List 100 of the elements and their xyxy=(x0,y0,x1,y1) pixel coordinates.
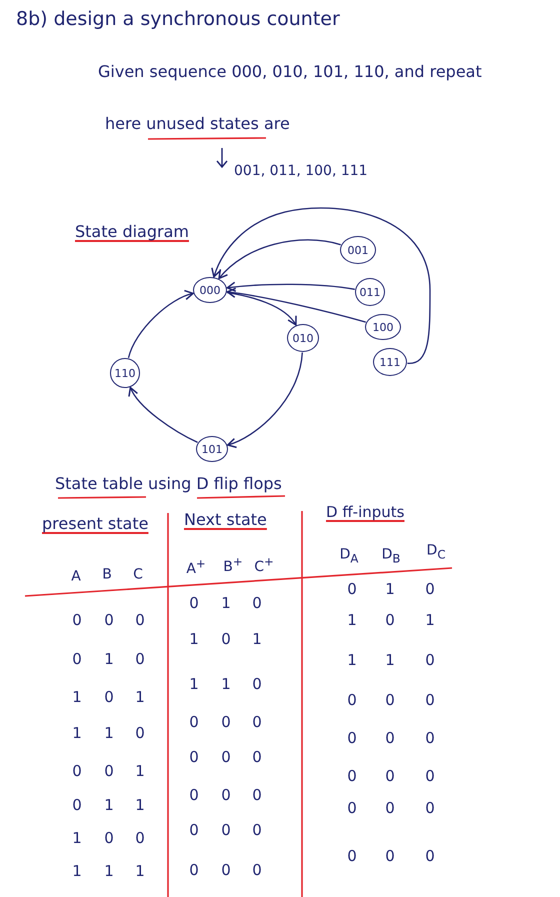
bit-value: 0 xyxy=(347,847,357,865)
bit-value: 0 xyxy=(252,748,262,766)
bit-value: 0 xyxy=(425,651,435,669)
bit-value: 0 xyxy=(221,786,231,804)
bit-value: 0 xyxy=(135,650,145,668)
bit-value: 1 xyxy=(221,594,231,612)
bit-value: 1 xyxy=(252,630,262,648)
bit-value: 1 xyxy=(347,651,357,669)
state-label: 001 xyxy=(348,244,368,256)
arrow xyxy=(212,208,431,364)
bit-value: 0 xyxy=(189,713,199,731)
bit-value: 0 xyxy=(252,861,262,879)
section-heading: State diagram xyxy=(75,222,189,242)
arrow xyxy=(227,292,297,326)
state-list: 001, 011, 100, 111 xyxy=(234,163,368,180)
bit-value: 0 xyxy=(104,762,114,780)
bit-value: 0 xyxy=(72,611,82,629)
arrow xyxy=(129,386,198,443)
arrow xyxy=(128,290,194,358)
bit-value: 0 xyxy=(189,748,199,766)
bit-value: 1 xyxy=(72,829,82,847)
bit-value: 0 xyxy=(252,675,262,693)
bit-value: 0 xyxy=(189,786,199,804)
bit-value: 0 xyxy=(221,713,231,731)
state-circle xyxy=(193,277,227,303)
column-header: B xyxy=(102,566,112,584)
arrow xyxy=(226,282,355,292)
state-circle xyxy=(373,348,407,376)
bit-value: 1 xyxy=(104,862,114,880)
arrow xyxy=(226,352,303,448)
column-header: A$^{+}$ xyxy=(186,556,206,578)
column-header: C$^{+}$ xyxy=(254,554,274,576)
bit-value: 0 xyxy=(425,767,435,785)
bit-value: 1 xyxy=(72,688,82,706)
bit-value: 0 xyxy=(252,594,262,612)
state-circle xyxy=(355,278,385,306)
bit-value: 0 xyxy=(425,799,435,817)
bit-value: 0 xyxy=(72,650,82,668)
bit-value: 1 xyxy=(189,630,199,648)
bit-value: 0 xyxy=(104,829,114,847)
bit-value: 0 xyxy=(385,611,395,629)
arrow xyxy=(226,288,366,323)
column-header: D$_{C}$ xyxy=(426,542,446,562)
bit-value: 0 xyxy=(135,611,145,629)
bit-value: 0 xyxy=(189,821,199,839)
bit-value: 0 xyxy=(252,713,262,731)
bit-value: 0 xyxy=(347,691,357,709)
bit-value: 0 xyxy=(189,594,199,612)
bit-value: 0 xyxy=(425,729,435,747)
section-heading: State table using D flip flops xyxy=(55,474,282,494)
bit-value: 0 xyxy=(425,580,435,598)
bit-value: 0 xyxy=(221,861,231,879)
bit-value: 0 xyxy=(347,729,357,747)
state-circle xyxy=(365,314,401,340)
bit-value: 0 xyxy=(221,630,231,648)
bit-value: 0 xyxy=(347,799,357,817)
bit-value: 1 xyxy=(385,651,395,669)
arrow xyxy=(218,239,341,280)
bit-value: 0 xyxy=(104,611,114,629)
bit-value: 1 xyxy=(385,580,395,598)
bit-value: 0 xyxy=(425,691,435,709)
state-label: 011 xyxy=(360,286,380,298)
column-header: A xyxy=(71,568,81,586)
column-heading: D ff-inputs xyxy=(326,503,404,522)
column-heading: Next state xyxy=(184,510,267,530)
bit-value: 0 xyxy=(135,724,145,742)
column-header: C xyxy=(133,566,143,584)
bit-value: 0 xyxy=(385,691,395,709)
state-circle xyxy=(287,324,319,352)
column-header: D$_{B}$ xyxy=(382,546,400,566)
sequence-text: Given sequence 000, 010, 101, 110, and repeat xyxy=(98,62,482,82)
bit-value: 0 xyxy=(189,861,199,879)
bit-value: 0 xyxy=(347,767,357,785)
bit-value: 1 xyxy=(72,724,82,742)
bit-value: 1 xyxy=(135,796,145,814)
bit-value: 1 xyxy=(72,862,82,880)
bit-value: 0 xyxy=(385,729,395,747)
bit-value: 0 xyxy=(252,786,262,804)
bit-value: 0 xyxy=(425,847,435,865)
bit-value: 0 xyxy=(385,767,395,785)
state-label: 000 xyxy=(200,284,220,296)
bit-value: 1 xyxy=(104,796,114,814)
bit-value: 0 xyxy=(72,796,82,814)
state-label: 110 xyxy=(114,368,136,378)
column-heading: present state xyxy=(42,514,148,534)
bit-value: 0 xyxy=(221,748,231,766)
bit-value: 1 xyxy=(104,650,114,668)
bit-value: 1 xyxy=(189,675,199,693)
state-label: 010 xyxy=(292,332,314,344)
bit-value: 1 xyxy=(221,675,231,693)
bit-value: 0 xyxy=(72,762,82,780)
bit-value: 1 xyxy=(135,862,145,880)
bit-value: 0 xyxy=(135,829,145,847)
state-label: 100 xyxy=(372,322,394,332)
bit-value: 1 xyxy=(347,611,357,629)
state-circle xyxy=(340,236,376,264)
bit-value: 1 xyxy=(135,688,145,706)
bit-value: 1 xyxy=(135,762,145,780)
bit-value: 0 xyxy=(104,688,114,706)
bit-value: 0 xyxy=(221,821,231,839)
